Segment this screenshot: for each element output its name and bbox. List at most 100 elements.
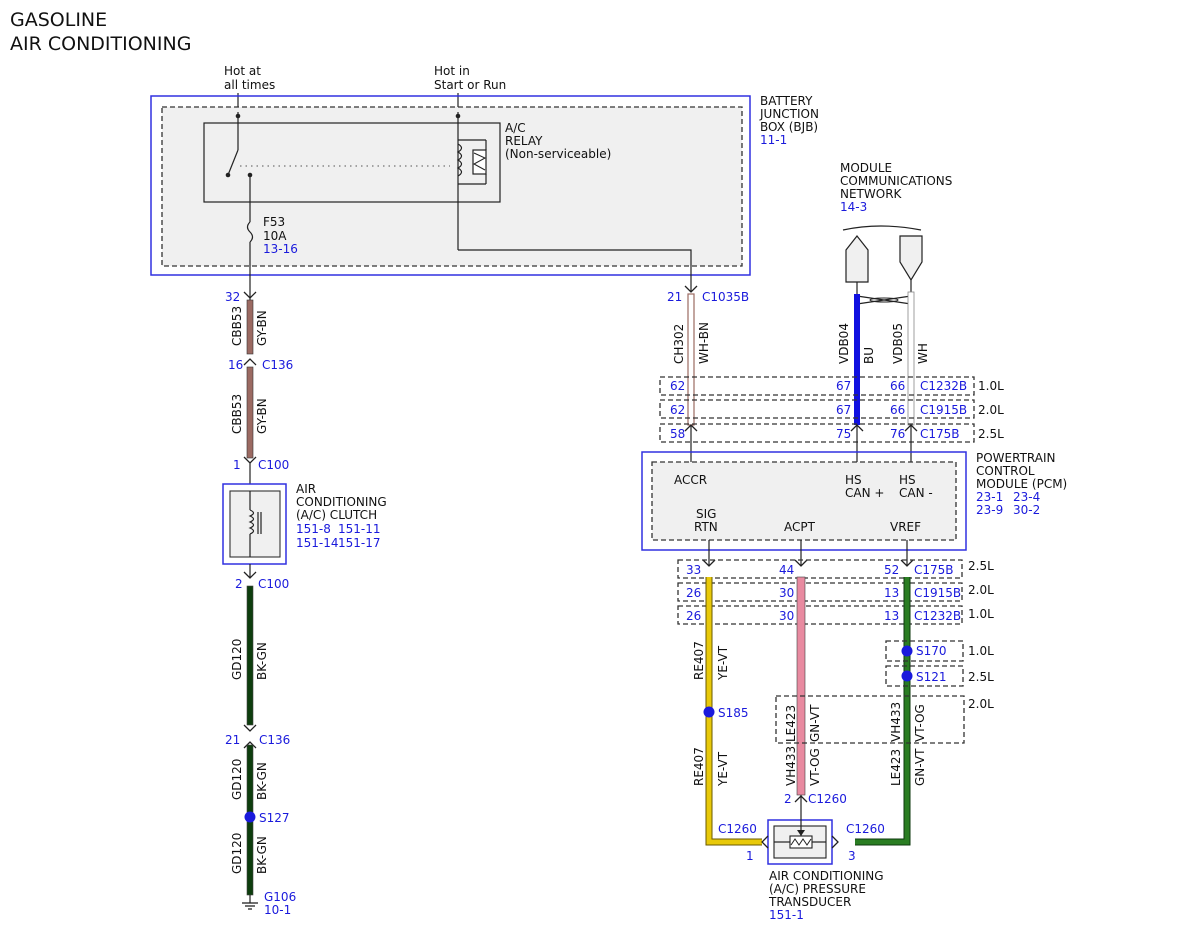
bottom-connector-table (677, 559, 963, 625)
splice-group-box (775, 640, 965, 744)
transducer-label-3: TRANSDUCER (768, 895, 851, 909)
right-color-yevt-1: YE-VT (716, 645, 730, 681)
ground-g106-icon (242, 895, 258, 910)
right-circuit-vdb04: VDB04 (837, 323, 851, 364)
right-circuit-vh433-b: VH433 (889, 702, 903, 742)
right-pin-21: 21 (667, 290, 682, 304)
network-bracket (842, 225, 922, 231)
t3-pin2: 75 (836, 427, 851, 441)
t3-pin3: 76 (890, 427, 905, 441)
relay-output-wire (458, 249, 692, 292)
pcm-pin-hs1b: CAN + (845, 486, 884, 500)
t3-pin1: 58 (670, 427, 685, 441)
splice-s170-icon (901, 645, 913, 657)
pcm-ref-1: 23-1 (976, 490, 1003, 504)
mcn-label-1: MODULE (840, 161, 892, 175)
connector-c100-bottom-arrow (243, 571, 257, 579)
splice-s185-icon (703, 706, 715, 718)
pcm-pin-hs1a: HS (845, 473, 862, 487)
right-s185: S185 (718, 706, 749, 720)
t2-connector: C1915B (920, 403, 967, 417)
t1-connector: C1232B (920, 379, 967, 393)
left-color-bkgn-3: BK-GN (255, 836, 269, 874)
relay-switch-icon (225, 112, 450, 222)
left-circuit-cbb53-1: CBB53 (230, 306, 244, 346)
right-color-gnvt-b: GN-VT (913, 748, 927, 786)
mcn-ref: 14-3 (840, 200, 867, 214)
hot-in-label: Hot in (434, 64, 470, 78)
bjb-box (150, 95, 751, 276)
clutch-label-1: AIR (296, 482, 316, 496)
bjb-ref: 11-1 (760, 133, 787, 147)
left-circuit-gd120-1: GD120 (230, 639, 244, 680)
relay-label-1: A/C (505, 121, 526, 135)
b2-connector: C1915B (914, 586, 961, 600)
left-g106-ref: 10-1 (264, 903, 291, 917)
right-c1260-top: C1260 (808, 792, 847, 806)
transducer-label-2: (A/C) PRESSURE (769, 882, 866, 896)
top-connector-table (659, 376, 975, 443)
left-circuit-cbb53-2: CBB53 (230, 394, 244, 434)
t1-pin3: 66 (890, 379, 905, 393)
b3-pin3: 13 (884, 609, 899, 623)
left-pin-1: 1 (233, 458, 241, 472)
b2-pin2: 30 (779, 586, 794, 600)
b3-connector: C1232B (914, 609, 961, 623)
left-pin-21: 21 (225, 733, 240, 747)
wire-gd120-1 (246, 585, 254, 726)
pcm-pin-acpt: ACPT (784, 520, 816, 534)
left-g106: G106 (264, 890, 296, 904)
pcm-ref-3: 23-9 (976, 503, 1003, 517)
right-s121-engine: 2.5L (968, 670, 994, 684)
clutch-inner-box (229, 490, 281, 558)
pcm-ref-4: 30-2 (1013, 503, 1040, 517)
t2-pin2: 67 (836, 403, 851, 417)
left-circuit-gd120-3: GD120 (230, 833, 244, 874)
pcm-outer-box (641, 451, 967, 551)
fuse-ref: 13-16 (263, 242, 298, 256)
can-minus-network-icon (899, 235, 923, 282)
can-plus-network-icon (845, 235, 869, 283)
right-pin-2: 2 (784, 792, 792, 806)
pcm-pin-sig2: RTN (694, 520, 718, 534)
left-s127: S127 (259, 811, 290, 825)
pcm-pin-vref: VREF (890, 520, 921, 534)
clutch-label-3: (A/C) CLUTCH (296, 508, 377, 522)
title-line-1: GASOLINE (10, 9, 107, 31)
right-pin-1: 1 (746, 849, 754, 863)
pcm-pin-sig1: SIG (696, 507, 716, 521)
right-color-whbn: WH-BN (697, 322, 711, 364)
right-s121: S121 (916, 670, 947, 684)
b1-engine: 2.5L (968, 559, 994, 573)
right-circuit-vdb05: VDB05 (891, 323, 905, 364)
b1-pin2: 44 (779, 563, 794, 577)
pcm-label-2: CONTROL (976, 464, 1035, 478)
right-c1260-left: C1260 (718, 822, 757, 836)
left-c100-b: C100 (258, 577, 289, 591)
clutch-ref-3: 151-14 (296, 536, 339, 550)
mcn-label-2: COMMUNICATIONS (840, 174, 952, 188)
t2-pin3: 66 (890, 403, 905, 417)
right-color-wh: WH (916, 343, 930, 364)
bjb-label-1: BATTERY (760, 94, 813, 108)
right-s170: S170 (916, 644, 947, 658)
wire-cbb53-upper (246, 299, 254, 355)
right-circuit-re407-1: RE407 (692, 641, 706, 680)
clutch-ref-1: 151-8 (296, 522, 331, 536)
pcm-inner-box (651, 461, 957, 541)
bjb-label-3: BOX (BJB) (760, 120, 818, 134)
fuse-name: F53 (263, 215, 285, 229)
b1-pin3: 52 (884, 563, 899, 577)
left-c100-a: C100 (258, 458, 289, 472)
b1-connector: C175B (914, 563, 954, 577)
pcm-ref-2: 23-4 (1013, 490, 1040, 504)
clutch-ref-4: 151-17 (338, 536, 381, 550)
right-c1260-right: C1260 (846, 822, 885, 836)
clutch-coil-icon (248, 491, 262, 557)
left-c136-b: C136 (259, 733, 290, 747)
left-color-bkgn-1: BK-GN (255, 642, 269, 680)
t3-engine: 2.5L (978, 427, 1004, 441)
clutch-ref-2: 151-11 (338, 522, 381, 536)
left-pin-32: 32 (225, 290, 240, 304)
